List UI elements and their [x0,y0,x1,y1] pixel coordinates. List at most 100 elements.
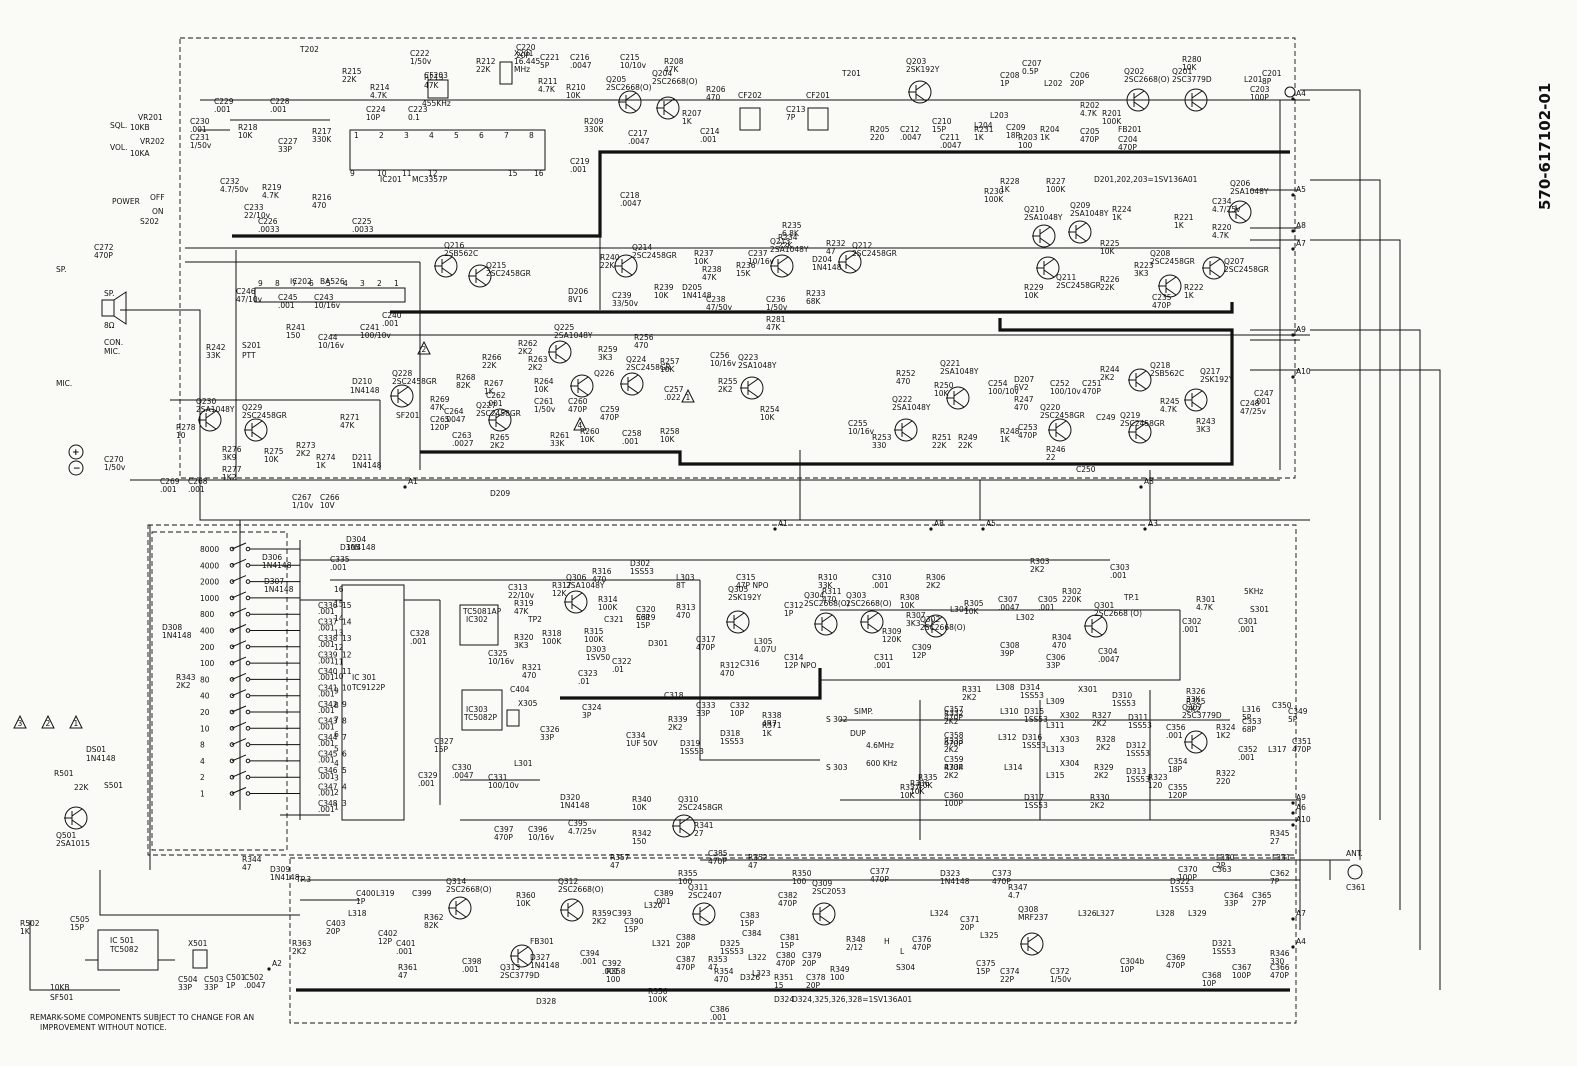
component-ref: R257 [660,357,680,366]
component-value: 470P [676,963,695,972]
component-ref: R219 [262,183,282,192]
component-ref: R226 [1100,275,1120,284]
component-ref: C374 [1000,967,1020,976]
component-value: 100/10v [988,387,1019,396]
sp-jack-label: SP. [56,265,67,274]
component-ref: R305 [964,599,984,608]
component-c321: C321 [604,615,624,624]
component-ref: R242 [206,343,226,352]
component-value: 68K [806,297,822,306]
tone-switch-value: 8 [200,741,205,750]
component-value: 2K2 [176,681,191,690]
component-ref: C389 [654,889,674,898]
transistor-part: 2SC2668(O) [920,623,966,632]
component-value: 47K [424,81,440,90]
component-ref: C246 [236,287,256,296]
antenna-connector[interactable] [1347,864,1363,880]
component-c303: C303.001 [1110,563,1130,580]
tone-switch-2[interactable]: 2 [200,770,300,782]
component-l317: L317 [1268,745,1287,754]
component-value: 470P [944,713,963,722]
transistor-ref: Q208 [1150,249,1170,258]
component-ref: R227 [1046,177,1066,186]
tone-switch-8000[interactable]: 8000 [200,542,300,554]
component-value: .0033 [352,225,374,234]
connector-node [1291,945,1295,949]
component-ref: C212 [900,125,920,134]
component-ref: R251 [932,433,952,442]
tone-switch-80[interactable]: 80 [200,672,300,684]
tone-switch-2000[interactable]: 2000 [200,575,300,587]
component-ref: R329 [1094,763,1114,772]
component-ref: D308 [162,623,182,632]
tone-switch-20[interactable]: 20 [200,705,300,717]
tone-switch-100[interactable]: 100 [200,656,300,668]
component-value: 470P [600,413,619,422]
transistor-part: 2SC3779D [1182,711,1222,720]
component-ref: D306 [262,553,282,562]
component-ref: R280 [1182,55,1202,64]
tone-switch-800[interactable]: 800 [200,607,300,619]
component-value: 100P [1232,971,1251,980]
component-ref: C254 [988,379,1008,388]
transistor-part: 2SC2458GR [476,409,521,418]
tone-switch-4000[interactable]: 4000 [200,558,300,570]
tone-switch-8[interactable]: 8 [200,738,300,750]
component-value: 3K3 [1196,425,1211,434]
tone-switch-200[interactable]: 200 [200,640,300,652]
component-ref: L302 [1016,613,1035,622]
ic202-body [254,287,406,303]
component-ref: C222 [410,49,430,58]
component-ref: R335 [918,773,938,782]
component-value: 2K2 [1186,705,1201,714]
component-ref: C378 [806,973,826,982]
triangle-number: 1 [74,719,79,728]
component-ref: C376 [912,935,932,944]
component-ref: C399 [412,889,432,898]
component-value: 100P [1250,93,1269,102]
triangle-number: 1 [686,393,691,402]
component-ref: D302 [630,559,650,568]
vr201-label: VR201 [138,113,163,122]
component-ref: D305 [340,543,360,552]
transistor-part: 2SC2668(O) [652,77,698,86]
tone-switch-4[interactable]: 4 [200,754,300,766]
tone-switch-1[interactable]: 1 [200,787,300,799]
component-value: 3K3 [514,641,529,650]
component-ref: C236 [766,295,786,304]
transistor-part: 2SA1048Y [1070,209,1109,218]
tone-switch-40[interactable]: 40 [200,689,300,701]
component-value: 100K [542,637,562,646]
tone-switch-400[interactable]: 400 [200,624,300,636]
tone-switch-1000[interactable]: 1000 [200,591,300,603]
component-ref: C402 [378,929,398,938]
transistor-ref: Q222 [892,395,912,404]
component-value: 20P [326,927,341,936]
tone-switch-10[interactable]: 10 [200,721,300,733]
component-value: 470 [522,671,537,680]
component-ref: D303 [586,645,606,654]
